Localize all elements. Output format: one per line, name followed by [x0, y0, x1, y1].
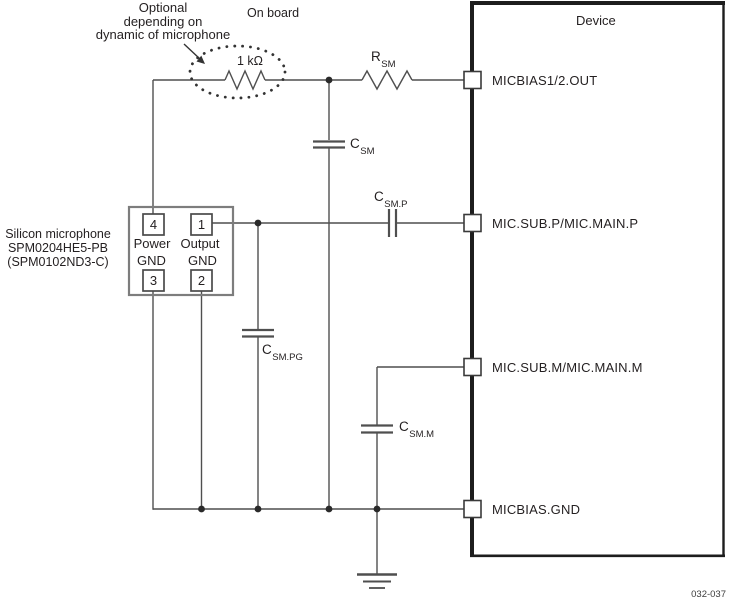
- device-pin-squares: [463, 70, 482, 519]
- on-board-label: On board: [247, 6, 300, 20]
- wires: [152, 79, 464, 574]
- junction-dot: [254, 505, 262, 513]
- resistor-rsm-label: RSM: [371, 49, 396, 69]
- mic-pin-number-4: 4: [149, 217, 158, 232]
- mic-pin-square-2: [190, 269, 213, 292]
- mic-pin-square-3: [142, 269, 165, 292]
- annotation-line: Optional: [138, 0, 188, 15]
- resistor-1k-value: 1 kΩ: [236, 54, 264, 68]
- capacitors: [242, 140, 398, 434]
- junction-dot: [325, 505, 333, 513]
- c-sm-p-sub: SM.P: [384, 198, 408, 210]
- mic-pin-square-1: [190, 213, 213, 236]
- c-sm-m-sub: SM.M: [409, 428, 435, 440]
- c-sm-main: C: [350, 136, 360, 151]
- mic-title-line: (SPM0102ND3-C): [7, 255, 109, 269]
- c-sm-pg-sub: SM.PG: [272, 351, 303, 363]
- pin-label-mic-m: MIC.SUB.M/MIC.MAIN.M: [492, 359, 643, 375]
- resistor-1k-icon: [224, 69, 266, 91]
- mic-pin-number-3: 3: [149, 273, 158, 288]
- pin-label-micbias-gnd: MICBIAS.GND: [492, 501, 581, 517]
- mic-pin-squares: [142, 213, 213, 292]
- microphone-title: Silicon microphone SPM0204HE5-PB (SPM010…: [0, 227, 116, 269]
- optional-ellipse-icon: [188, 44, 287, 100]
- figure-id: 032-037: [691, 589, 726, 600]
- annotation-arrow-icon: [183, 43, 205, 64]
- device-pin-square-micbias-gnd: [463, 499, 482, 519]
- c-sm-pg-main: C: [262, 342, 272, 357]
- annotation-line: dynamic of microphone: [95, 27, 231, 42]
- mic-pin-number-1: 1: [197, 217, 206, 232]
- mic-pin-square-4: [142, 213, 165, 236]
- device-pin-square-mic-p: [463, 213, 482, 233]
- mic-pin-name-power: Power: [133, 236, 171, 251]
- junction-dot: [198, 505, 205, 513]
- device-title: Device: [576, 13, 616, 28]
- mic-title-line: SPM0204HE5-PB: [7, 241, 109, 255]
- mic-title-line: Silicon microphone: [5, 227, 111, 241]
- c-sm-sub: SM: [360, 145, 375, 157]
- c-sm-label: CSM: [350, 136, 375, 156]
- annotation-line: depending on: [123, 13, 203, 29]
- junction-dot: [325, 76, 333, 84]
- rsm-main: R: [371, 49, 381, 64]
- resistor-rsm-icon: [361, 69, 413, 91]
- pin-label-mic-p: MIC.SUB.P/MIC.MAIN.P: [492, 215, 639, 231]
- c-sm-p-main: C: [374, 189, 384, 204]
- arrow-head: [196, 55, 205, 64]
- mic-pin-name-gnd2: GND: [188, 253, 217, 268]
- c-sm-m-main: C: [399, 419, 409, 434]
- rsm-sub: SM: [381, 58, 396, 70]
- device-pin-square-mic-m: [463, 357, 482, 377]
- microphone-box: [127, 205, 235, 297]
- device-outline: [470, 1, 725, 558]
- c-sm-p-label: CSM.P: [374, 189, 407, 209]
- junction-dot: [373, 505, 381, 513]
- c-sm-m-label: CSM.M: [399, 419, 434, 439]
- c-sm-pg-label: CSM.PG: [262, 342, 303, 362]
- mic-pin-name-output: Output: [180, 236, 220, 251]
- ground-icon: [357, 573, 397, 589]
- junction-dot: [254, 219, 262, 227]
- optional-annotation: Optional depending on dynamic of microph…: [82, 1, 244, 42]
- arrow-line: [183, 43, 201, 60]
- mic-pin-number-2: 2: [197, 273, 206, 288]
- pin-label-micbias-out: MICBIAS1/2.OUT: [492, 72, 598, 88]
- device-pin-square-micbias-out: [463, 70, 482, 90]
- junction-dots: [198, 76, 381, 513]
- mic-pin-name-gnd3: GND: [137, 253, 166, 268]
